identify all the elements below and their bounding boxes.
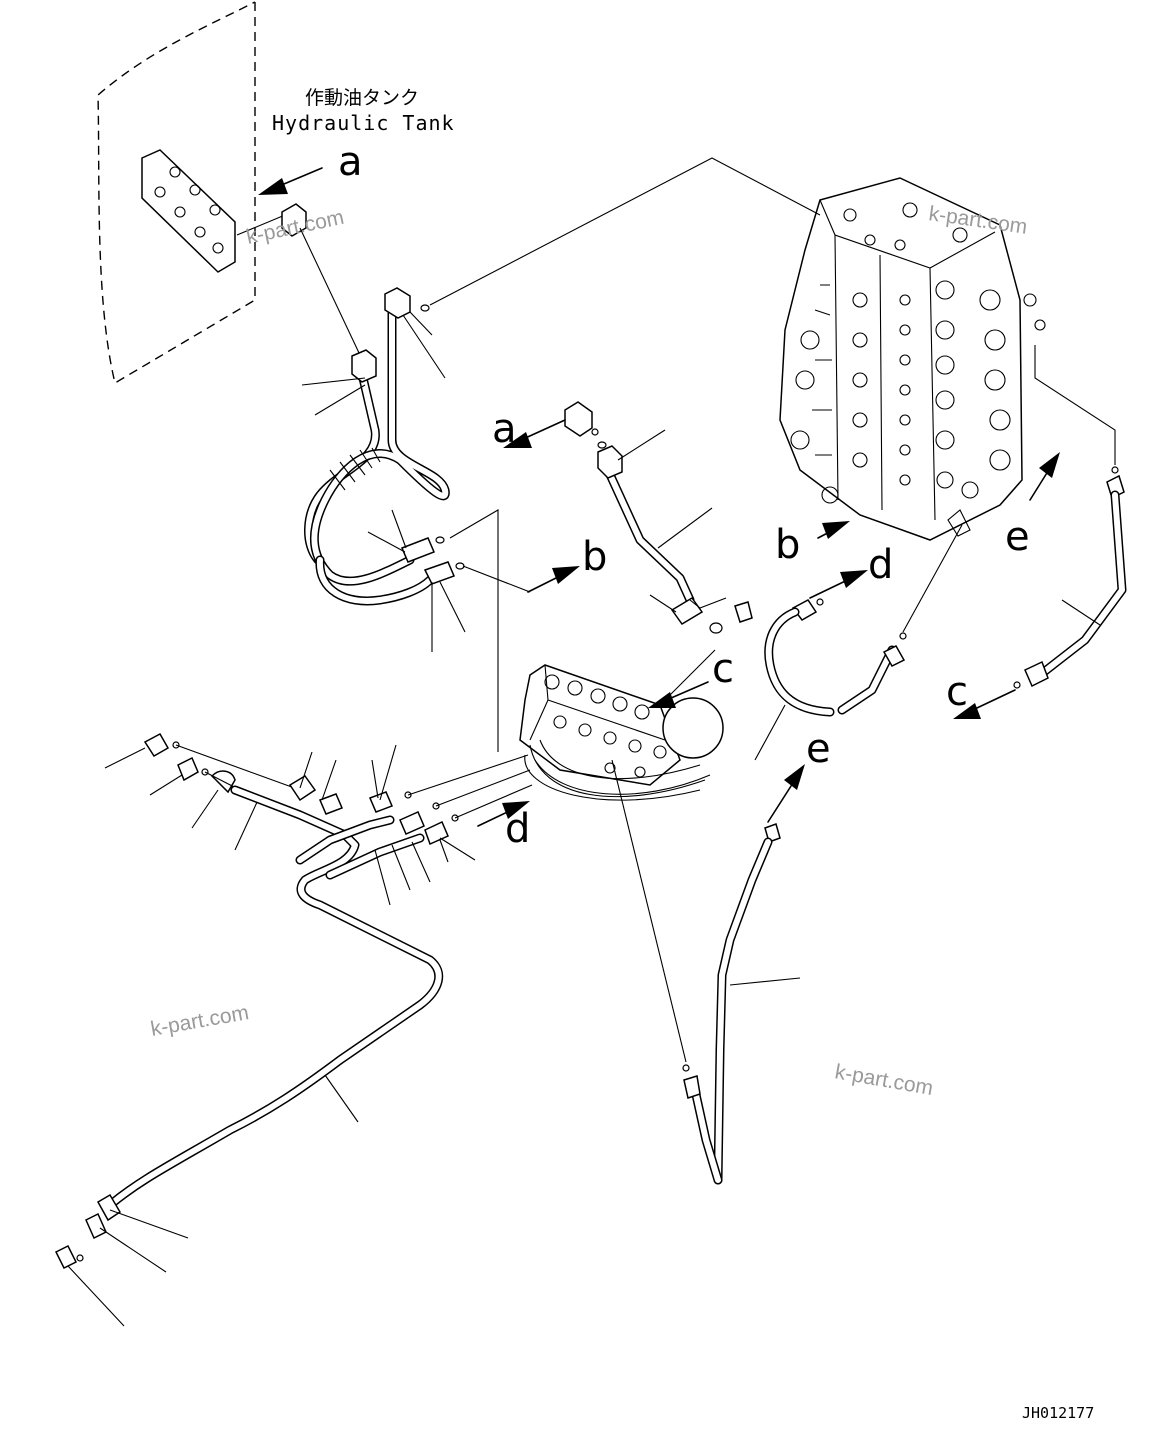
ref-letter-a-center: a — [492, 406, 517, 452]
control-valve — [779, 177, 1046, 541]
center-short-hose — [564, 401, 753, 634]
ref-letter-d-left: d — [505, 806, 530, 852]
ref-letter-b-left: b — [582, 534, 607, 580]
flow-arrows — [258, 167, 1060, 827]
ref-letter-a: a — [338, 139, 363, 185]
watermark: k-part.com — [833, 1060, 935, 1100]
ref-letter-d-right: d — [868, 542, 893, 588]
pilot-valve-block — [519, 649, 724, 801]
right-hose-d — [754, 524, 963, 761]
lower-long-hose-e — [611, 759, 801, 1185]
upper-hose-assembly — [281, 203, 531, 752]
drawing-code: JH012177 — [1022, 1404, 1094, 1422]
ref-letter-e-center: e — [806, 726, 831, 772]
tank-label-en: Hydraulic Tank — [272, 111, 455, 135]
watermark: k-part.com — [149, 1001, 251, 1041]
tank-label-jp: 作動油タンク — [305, 87, 419, 109]
lower-left-hose-assembly — [54, 732, 533, 1327]
ref-letter-e-right: e — [1005, 514, 1030, 560]
ref-letter-c-center: c — [712, 646, 734, 692]
ref-letter-c-right: c — [946, 669, 968, 715]
far-right-hose — [1013, 474, 1127, 689]
ref-letter-b-right: b — [775, 522, 800, 568]
hydraulic-tank — [97, 1, 286, 385]
